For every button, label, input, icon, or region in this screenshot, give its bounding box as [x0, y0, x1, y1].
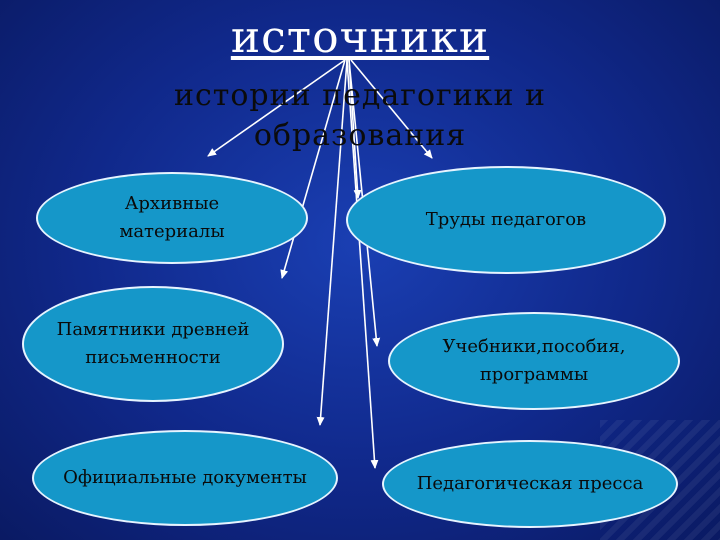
subtitle-line-2: образования — [253, 118, 467, 153]
arrow-to-archive — [207, 59, 346, 157]
node-press: Педагогическая пресса — [382, 440, 678, 528]
arrow-to-pedagogues-works — [348, 59, 362, 199]
node-official-docs: Официальные документы — [32, 430, 338, 526]
node-ancient-writing: Памятники древней письменности — [22, 286, 284, 402]
arrow-to-official-docs — [316, 59, 348, 426]
subtitle-line-1: истории педагогики и — [173, 78, 547, 113]
node-archive: Архивные материалы — [36, 172, 308, 264]
arrow-to-ancient-writing — [280, 59, 346, 279]
node-pedagogues-works: Труды педагогов — [346, 166, 666, 274]
arrow-to-subtitle — [350, 59, 433, 159]
title-subtitle: истории педагогики и образования — [0, 76, 720, 156]
title-main: источники — [230, 12, 490, 63]
arrow-to-press — [346, 59, 379, 469]
node-textbooks: Учебники,пособия, программы — [388, 312, 680, 410]
